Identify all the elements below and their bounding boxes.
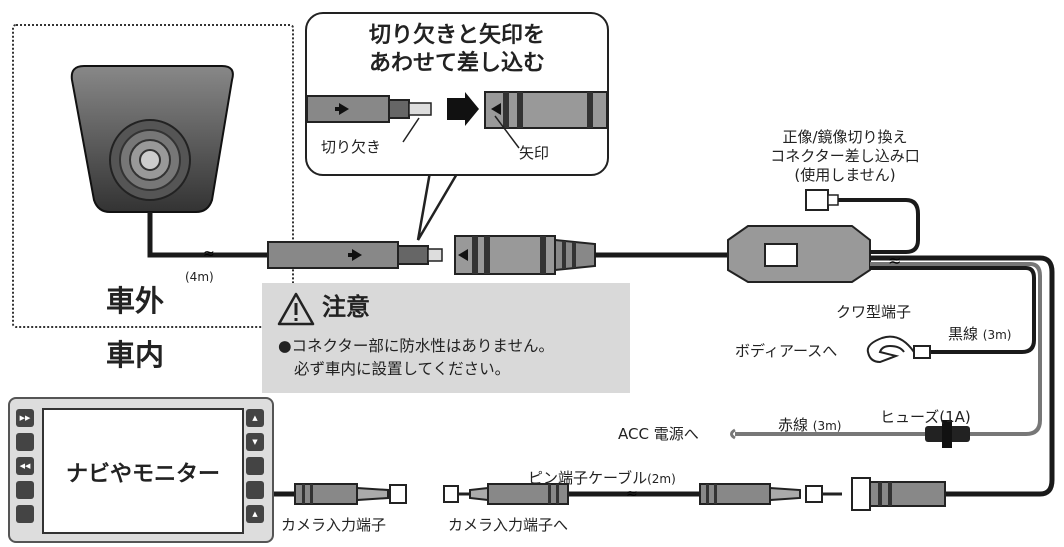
svg-text:≈: ≈ <box>626 486 638 502</box>
right-button-5: ▲ <box>246 505 264 523</box>
ground-terminal-label: クワ型端子 <box>836 303 912 321</box>
to-camera-input-label: カメラ入力端子へ <box>448 516 569 534</box>
video-cable <box>870 255 1055 497</box>
inside-label: 車内 <box>106 338 165 372</box>
callout-detail <box>307 91 607 149</box>
ground-terminal-icon <box>866 335 931 364</box>
camera-input-label: カメラ入力端子 <box>281 516 387 534</box>
camera-connector-male <box>267 241 443 269</box>
left-button-1: ▶▶ <box>16 409 34 427</box>
right-button-up: ▲ <box>246 409 264 427</box>
black-wire-label: 黒線 (3m) <box>948 325 1012 343</box>
caution-text: ●コネクター部に防水性はありません。 必ず車内に設置してください。 <box>278 337 554 378</box>
junction-box <box>727 225 871 283</box>
monitor-screen: ナビやモニター <box>42 408 244 534</box>
left-button-5 <box>16 505 34 523</box>
navigation-monitor: ▶▶ ◀◀ ▲ ▼ ▲ ナビやモニター <box>8 397 274 543</box>
acc-power-label: ACC 電源へ <box>618 425 699 443</box>
body-ground-label: ボディアースへ <box>735 342 838 360</box>
arrow-label: 矢印 <box>519 144 550 162</box>
camera-cable <box>147 212 268 258</box>
monitor-screen-text: ナビやモニター <box>65 462 220 487</box>
caution-box: 注意 ●コネクター部に防水性はありません。 必ず車内に設置してください。 <box>262 283 630 393</box>
caution-title: 注意 <box>322 293 370 321</box>
callout-title: 切り欠きと矢印を あわせて差し込む <box>368 23 545 76</box>
video-connector-female <box>851 477 946 511</box>
pin-cable-label: ピン端子ケーブル(2m) <box>528 469 676 487</box>
outside-label: 車外 <box>106 284 165 318</box>
camera-icon <box>70 65 234 213</box>
svg-text:≈: ≈ <box>888 251 901 270</box>
pin-cable: ≈ <box>443 483 842 505</box>
right-button-4 <box>246 481 264 499</box>
callout-pointer <box>416 171 460 241</box>
warning-icon <box>277 292 315 326</box>
red-wire-label: 赤線 (3m) <box>778 416 842 434</box>
mirror-connector <box>805 189 920 254</box>
left-button-3: ◀◀ <box>16 457 34 475</box>
outside-vehicle-area <box>12 24 294 328</box>
svg-text:≈: ≈ <box>203 246 215 262</box>
red-wire <box>735 262 1042 436</box>
right-button-3 <box>246 457 264 475</box>
camera-connector-female <box>454 235 596 275</box>
mirror-connector-label: 正像/鏡像切り換え コネクター差し込み口 (使用しません) <box>770 128 920 184</box>
connection-callout: 切り欠きと矢印を あわせて差し込む 切り欠き 矢印 <box>305 12 609 176</box>
fuse-label: ヒューズ(1A) <box>880 408 971 426</box>
left-button-4 <box>16 481 34 499</box>
left-button-2 <box>16 433 34 451</box>
right-button-down: ▼ <box>246 433 264 451</box>
monitor-camera-input-connector <box>268 483 407 505</box>
fuse-icon <box>925 420 970 448</box>
camera-cable-length: (4m) <box>185 270 214 284</box>
black-wire <box>870 266 1036 354</box>
notch-label: 切り欠き <box>321 138 382 156</box>
